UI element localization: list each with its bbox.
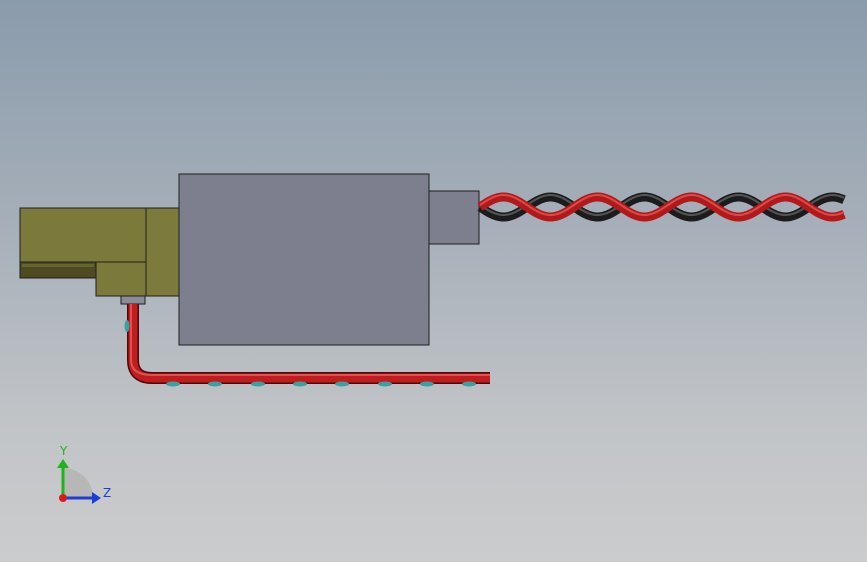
z-axis-arrow-icon (92, 492, 101, 504)
wire-clip (462, 381, 476, 387)
wire-clip (293, 381, 307, 387)
wire-clip (208, 381, 222, 387)
red-wire (477, 192, 846, 222)
y-axis-label: Y (59, 444, 68, 458)
solenoid-body[interactable] (178, 173, 430, 346)
wire-clip (251, 381, 265, 387)
lower-wire-core (128, 304, 490, 383)
connector-slot-highlight (22, 264, 94, 267)
triad-plane-quadrant (63, 468, 93, 498)
y-axis-arrow-icon (57, 459, 69, 468)
wire-clip (335, 381, 349, 387)
orientation-triad[interactable]: Y Z (57, 444, 111, 504)
connector-housing[interactable] (19, 207, 181, 297)
black-wire-shine (479, 194, 845, 216)
connector-lower-block (95, 261, 147, 297)
wire-clip (420, 381, 434, 387)
wire-clips (124, 320, 476, 387)
wire-clip (378, 381, 392, 387)
lower-wire-shine (130, 304, 490, 376)
wire-clip (166, 381, 180, 387)
z-axis-label: Z (103, 486, 111, 500)
rear-boss[interactable] (428, 190, 480, 245)
connector-pin (120, 295, 146, 305)
lower-wire[interactable] (124, 304, 491, 387)
wire-clip (124, 320, 130, 332)
x-axis-dot-icon (59, 494, 67, 502)
red-wire-shine (479, 194, 845, 216)
black-wire (477, 192, 846, 222)
twisted-pair[interactable] (477, 192, 846, 222)
connector-front (145, 207, 181, 297)
